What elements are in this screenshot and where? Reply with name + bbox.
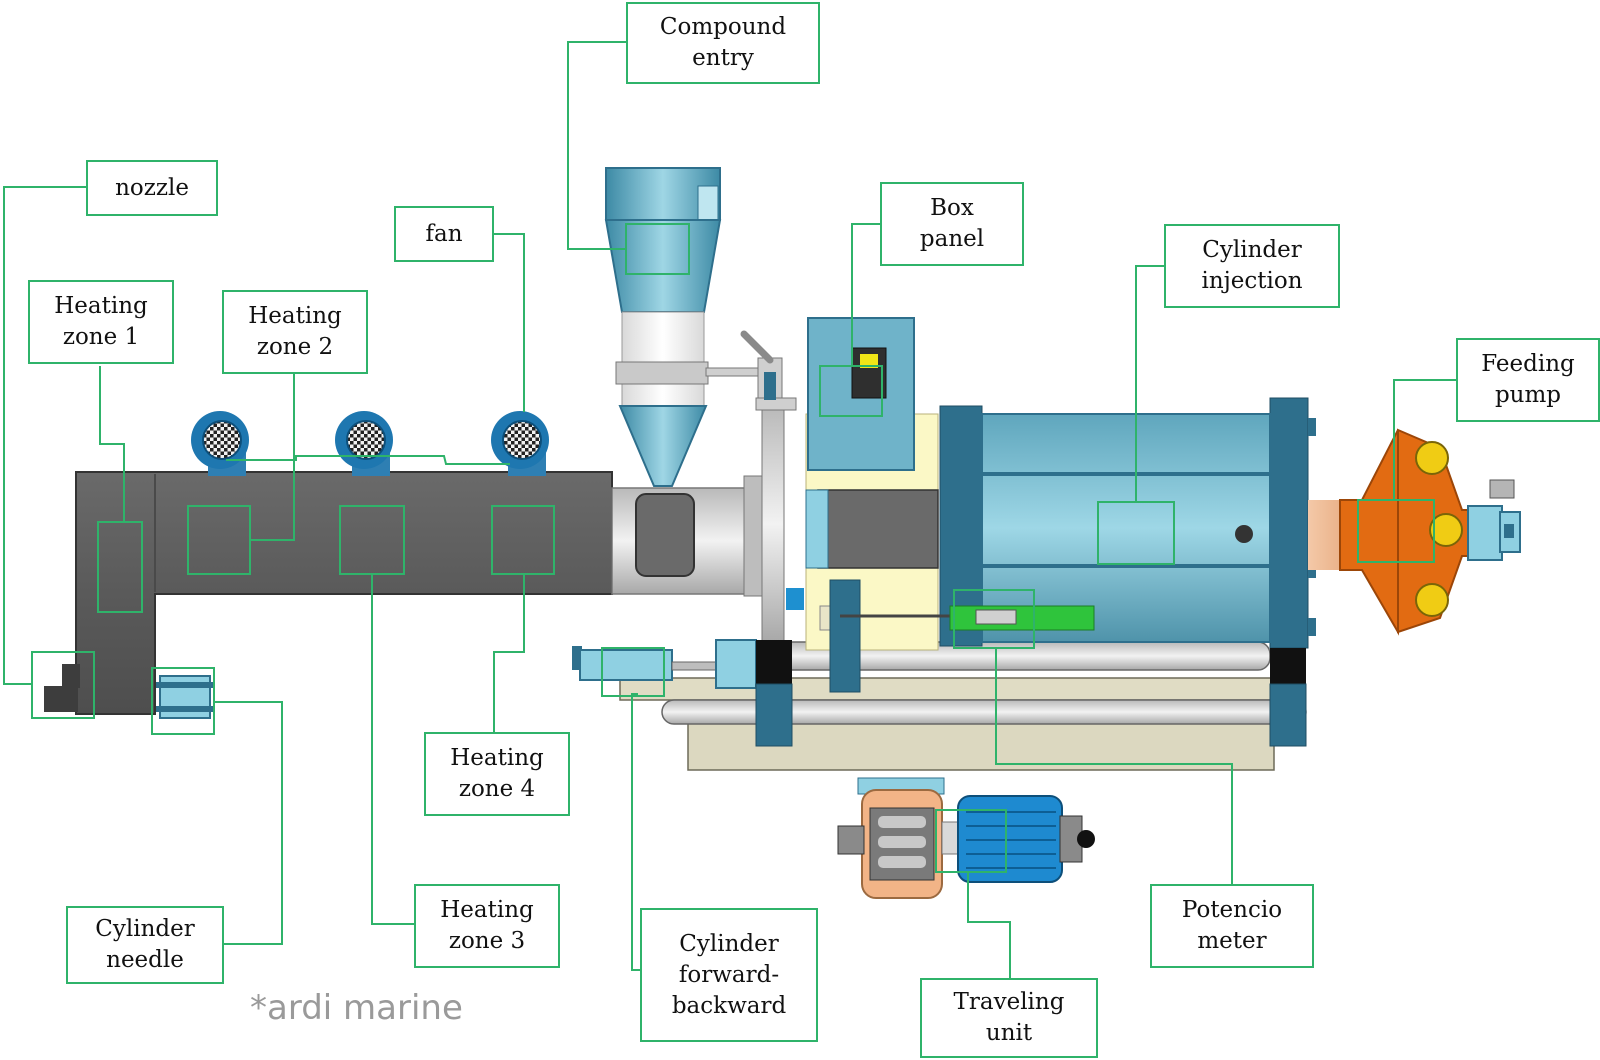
label-heating-zone-2: Heating zone 2 xyxy=(222,290,368,374)
label-traveling-unit: Traveling unit xyxy=(920,978,1098,1058)
label-cylinder-needle: Cylinder needle xyxy=(66,906,224,984)
fan-2 xyxy=(335,411,393,476)
barrel xyxy=(44,471,613,719)
cylinder-forward-backward xyxy=(572,639,757,689)
potentiometer xyxy=(840,605,1095,631)
label-box-panel: Box panel xyxy=(880,182,1024,266)
label-cylinder-forward-backward: Cylinder forward- backward xyxy=(640,908,818,1042)
label-feeding-pump: Feeding pump xyxy=(1456,338,1600,422)
fan-1 xyxy=(191,411,249,476)
label-cylinder-injection: Cylinder injection xyxy=(1164,224,1340,308)
injection-cylinder xyxy=(939,397,1316,747)
label-nozzle: nozzle xyxy=(86,160,218,216)
label-potencio-meter: Potencio meter xyxy=(1150,884,1314,968)
label-fan: fan xyxy=(394,206,494,262)
label-heating-zone-3: Heating zone 3 xyxy=(414,884,560,968)
traveling-unit xyxy=(837,777,1095,899)
label-heating-zone-1: Heating zone 1 xyxy=(28,280,174,364)
feeding-pump xyxy=(1308,428,1521,636)
fans xyxy=(191,411,549,476)
label-compound-entry: Compound entry xyxy=(626,2,820,84)
watermark-text: *ardi marine xyxy=(250,988,463,1028)
hopper xyxy=(604,167,767,487)
label-heating-zone-4: Heating zone 4 xyxy=(424,732,570,816)
leader-lines xyxy=(3,41,1458,978)
screw-section xyxy=(611,475,763,597)
fan-3 xyxy=(491,411,549,476)
box-panel xyxy=(807,317,915,471)
